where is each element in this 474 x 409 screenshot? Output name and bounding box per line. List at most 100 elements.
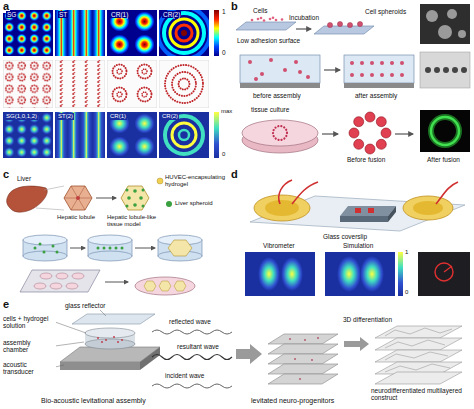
liver-model-cartoon	[71, 186, 78, 198]
liver-model-cartoon	[71, 198, 78, 210]
liver-model-cartoon	[88, 251, 132, 261]
spheroid-assembly-cartoon	[425, 67, 467, 73]
liver-model-cartoon	[127, 196, 131, 200]
levitational-assembly-cartoon	[289, 338, 291, 340]
liver-model-cartoon	[78, 186, 85, 198]
liver-model-cartoon	[88, 235, 132, 245]
pressure-field-maps	[158, 7, 210, 59]
annotation: Low adhesion surface	[236, 37, 301, 44]
acoustofluidic-device	[340, 206, 396, 216]
liver-model-cartoon	[70, 248, 85, 249]
levitational-assembly-cartoon	[375, 350, 462, 362]
simulation-maps	[165, 116, 203, 154]
pressure-field-maps	[159, 10, 209, 56]
liver-model-cartoon	[36, 208, 64, 210]
spheroid-assembly-cartoon	[381, 128, 391, 138]
liver-model-cartoon	[159, 281, 171, 291]
acoustofluidic-device	[360, 256, 384, 292]
levitational-assembly-cartoon	[385, 328, 452, 336]
levitational-assembly-cartoon	[236, 344, 262, 364]
spheroid-assembly-cartoon	[272, 17, 275, 20]
colorbar-tick: 0	[221, 151, 226, 158]
liver-model-cartoon	[23, 235, 202, 261]
colorbar-tick: 1	[221, 8, 227, 15]
annotation: HUVEC-encapsulating hydrogel	[164, 174, 228, 188]
levitational-assembly-cartoon	[268, 334, 338, 384]
acoustofluidic-device	[245, 252, 315, 296]
liver-model-cartoon	[78, 198, 92, 199]
simulation-maps	[55, 112, 105, 158]
annotation: Incubation	[288, 14, 320, 21]
spheroid-assembly-cartoon	[400, 73, 404, 77]
levitational-assembly-cartoon	[97, 336, 123, 343]
pressure-field-maps	[181, 30, 187, 36]
spheroid-assembly-cartoon	[275, 19, 278, 22]
annotation: reflected wave	[168, 318, 212, 325]
spheroid-assembly-cartoon	[447, 9, 457, 19]
levitational-assembly-cartoon	[55, 310, 106, 367]
liver-model-cartoon	[64, 186, 92, 210]
levitational-assembly-cartoon	[268, 344, 338, 354]
annotation: Hepatic lobule	[56, 214, 96, 221]
spheroid-assembly-cartoon	[347, 22, 352, 27]
levitational-assembly-cartoon	[60, 362, 140, 370]
spheroid-assembly-cartoon	[236, 22, 296, 30]
liver-model-cartoon	[23, 251, 67, 261]
acoustofluidic-device	[413, 201, 443, 215]
spheroid-assembly-cartoon	[240, 55, 320, 83]
liver-model-cartoon	[76, 196, 80, 200]
cell-pattern-images	[107, 60, 157, 108]
liver-model-cartoon	[174, 281, 186, 291]
liver-model-cartoon	[105, 282, 128, 283]
pressure-field-maps	[55, 10, 105, 56]
spheroid-assembly-cartoon	[420, 4, 470, 44]
cell-pattern-images	[107, 60, 157, 108]
liver-model-cartoon	[168, 240, 192, 256]
liver-model-cartoon	[121, 247, 124, 250]
annotation: Glass coverslip	[322, 233, 368, 240]
spheroid-assembly-cartoon	[390, 73, 394, 77]
acoustofluidic-device	[418, 252, 470, 296]
spheroid-assembly-cartoon	[269, 18, 272, 21]
simulation-maps	[3, 112, 53, 158]
levitational-assembly-cartoon	[105, 339, 107, 341]
spheroid-assembly-cartoon	[458, 30, 466, 38]
liver-model-cartoon	[23, 235, 67, 245]
liver-model-cartoon	[142, 205, 145, 208]
liver-model-cartoon	[64, 198, 78, 199]
levitational-assembly-cartoon	[113, 336, 115, 338]
spheroid-assembly-cartoon	[443, 67, 449, 73]
acoustofluidic-device	[250, 196, 465, 231]
levitational-assembly-cartoon	[268, 374, 338, 384]
levitational-assembly-cartoon	[101, 341, 103, 343]
annotation: Liver	[16, 175, 32, 182]
cell-pattern-images	[179, 79, 190, 90]
levitational-assembly-cartoon	[294, 358, 296, 360]
spheroid-assembly-cartoon	[420, 52, 470, 88]
annotation: 3D differentiation	[342, 316, 393, 323]
annotation: tissue culture	[250, 106, 290, 113]
spheroid-assembly-cartoon	[281, 18, 284, 21]
acoustofluidic-device	[254, 195, 310, 221]
cell-pattern-images	[172, 72, 196, 96]
liver-model-cartoon	[126, 189, 129, 192]
simulation-maps	[107, 112, 157, 158]
levitational-assembly-cartoon	[268, 334, 338, 344]
levitational-assembly-cartoon	[85, 328, 135, 338]
levitational-assembly-cartoon	[385, 328, 452, 372]
panel-letter: b	[230, 0, 239, 13]
simulation-maps	[172, 123, 196, 147]
spheroid-assembly-cartoon	[376, 139, 386, 149]
spheroid-assembly-cartoon	[420, 110, 470, 152]
liver-model-cartoon	[142, 189, 145, 192]
acoustofluidic-device	[340, 216, 388, 222]
liver-model-cartoon	[126, 205, 129, 208]
spheroid-assembly-cartoon	[390, 61, 394, 65]
spheroid-assembly-cartoon	[349, 128, 359, 138]
cell-pattern-images	[3, 60, 209, 108]
spheroid-assembly-cartoon	[248, 58, 310, 81]
levitational-assembly-cartoon	[289, 337, 319, 380]
spheroid-assembly-cartoon	[294, 60, 298, 64]
annotation: cells + hydrogel solution	[2, 315, 56, 330]
